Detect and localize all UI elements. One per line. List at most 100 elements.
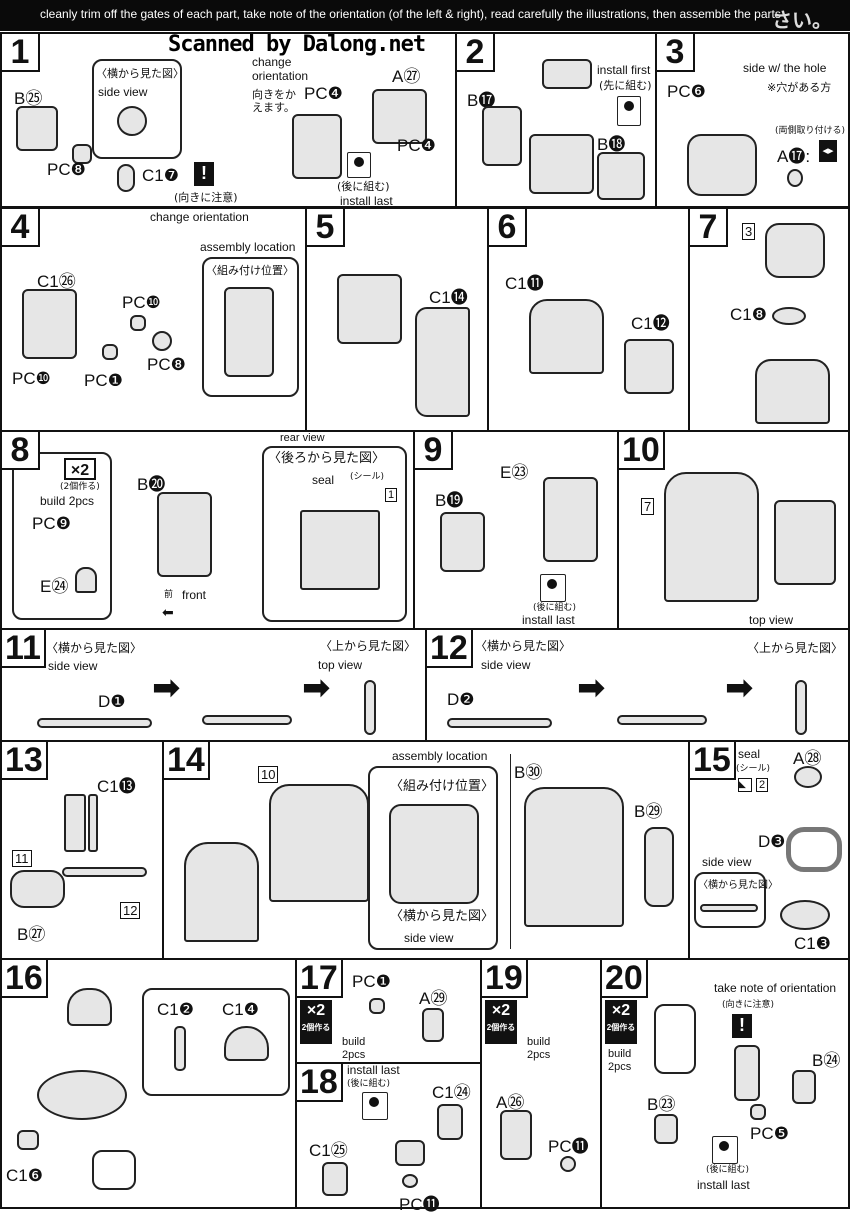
seal-icon: ◣ (738, 778, 752, 792)
part-label: PC⓫ (399, 1195, 440, 1214)
label: ※穴がある方 (767, 81, 832, 94)
part-drawing (447, 718, 552, 728)
step-reference: 12 (120, 902, 141, 919)
install-first-icon (617, 96, 641, 126)
part-drawing (322, 1162, 348, 1196)
step-number: 7 (688, 207, 728, 247)
part-drawing (524, 787, 624, 927)
step-reference: 3 (742, 223, 756, 240)
label: (両側取り付ける) (775, 126, 846, 136)
part-label: C1❽ (730, 305, 767, 324)
part-label: C1㉕ (309, 1141, 348, 1160)
side-view-bubble (92, 59, 182, 159)
part-drawing (543, 477, 598, 562)
label: 〈後ろから見た図〉 (268, 451, 386, 466)
part-label: C1❹ (222, 1000, 259, 1019)
part-drawing (624, 339, 674, 394)
part-label: C1❷ (157, 1000, 194, 1019)
label: change orientation (150, 210, 249, 224)
part-drawing (500, 1110, 532, 1160)
part-label: D❸ (758, 832, 786, 851)
part-drawing (269, 784, 369, 902)
step-number: 3 (655, 32, 695, 72)
part-label: PC❿ (12, 369, 51, 388)
part-drawing (440, 512, 485, 572)
label: 2個作る (486, 1023, 516, 1032)
part-drawing (102, 344, 118, 360)
part-drawing (792, 1070, 816, 1104)
part-drawing (17, 1130, 39, 1150)
part-label: A㉗ (392, 67, 421, 86)
part-drawing (734, 1045, 760, 1101)
part-drawing (72, 144, 92, 164)
part-label: B⓳ (435, 491, 464, 510)
part-drawing (529, 134, 594, 194)
part-drawing (597, 152, 645, 200)
step-8-panel: 8 ×2 (2個作る) build 2pcs PC❾ E㉔ B⓴ 前 front… (0, 430, 415, 630)
warning-icon: ! (732, 1014, 752, 1038)
part-drawing (755, 359, 830, 424)
part-label: C1㉔ (432, 1083, 471, 1102)
label: install last (697, 1178, 750, 1192)
label: seal (312, 473, 335, 487)
label: 〈組み付け位置〉 (390, 779, 495, 794)
label: 向きをかえます。 (252, 88, 296, 114)
label: assembly location (392, 749, 488, 763)
step-number: 20 (600, 958, 648, 998)
part-drawing (687, 134, 757, 196)
part-drawing (292, 114, 342, 179)
part-drawing (64, 794, 86, 852)
step-12-panel: 12 〈横から見た図〉 side view D❷ ➡ ➡ 〈上から見た図〉 (425, 628, 850, 742)
part-label: A㉘ (793, 749, 822, 768)
part-drawing (560, 1156, 576, 1172)
part-label: B㉕ (14, 89, 43, 108)
step-number: 1 (0, 32, 40, 72)
label: 〈横から見た図〉 (46, 641, 143, 655)
part-drawing (62, 867, 147, 877)
part-label: PC⓫ (548, 1137, 589, 1156)
side-view-bubble (694, 872, 766, 928)
part-drawing (37, 1070, 127, 1120)
step-number: 6 (487, 207, 527, 247)
part-label: C1⓮ (429, 288, 468, 307)
part-drawing (37, 718, 152, 728)
part-drawing (88, 794, 98, 852)
part-drawing (10, 870, 65, 908)
label: 〈横から見た図〉 (698, 880, 778, 891)
step-16-panel: 16 C1❷ C1❹ C1❻ (0, 958, 297, 1209)
part-drawing (224, 1026, 269, 1061)
step-number: 10 (617, 430, 665, 470)
step-number: 8 (0, 430, 40, 470)
step-number: 12 (425, 628, 473, 668)
label: 〈横から見た図〉 (475, 639, 572, 653)
install-last-icon (540, 574, 566, 602)
part-drawing (364, 680, 376, 735)
part-drawing (395, 1140, 425, 1166)
install-last-icon (347, 152, 371, 178)
step-18-panel: 18 install last (後に組む) C1㉔ C1㉕ PC⓫ (295, 1062, 482, 1214)
label: ×2 (306, 1002, 326, 1019)
part-drawing (152, 331, 172, 351)
divider (510, 754, 511, 949)
label: take note of orientation (714, 981, 837, 995)
label: install last (522, 613, 575, 627)
step-5-panel: 5 C1⓮ (305, 207, 489, 432)
build-x2-badge: ×2 (64, 458, 96, 480)
part-drawing (700, 904, 758, 912)
part-drawing (389, 804, 479, 904)
step-reference: 7 (641, 498, 655, 515)
label: ×2 (611, 1002, 631, 1019)
label: side view (48, 659, 98, 673)
part-drawing (617, 715, 707, 725)
part-label: PC❹ (304, 84, 343, 103)
label: (シール) (736, 764, 771, 774)
label: (後に組む) (347, 1079, 391, 1089)
part-drawing (184, 842, 259, 942)
part-label: C1⓭ (97, 777, 136, 796)
label: install first (597, 63, 651, 77)
label: (向きに注意) (722, 1000, 775, 1010)
